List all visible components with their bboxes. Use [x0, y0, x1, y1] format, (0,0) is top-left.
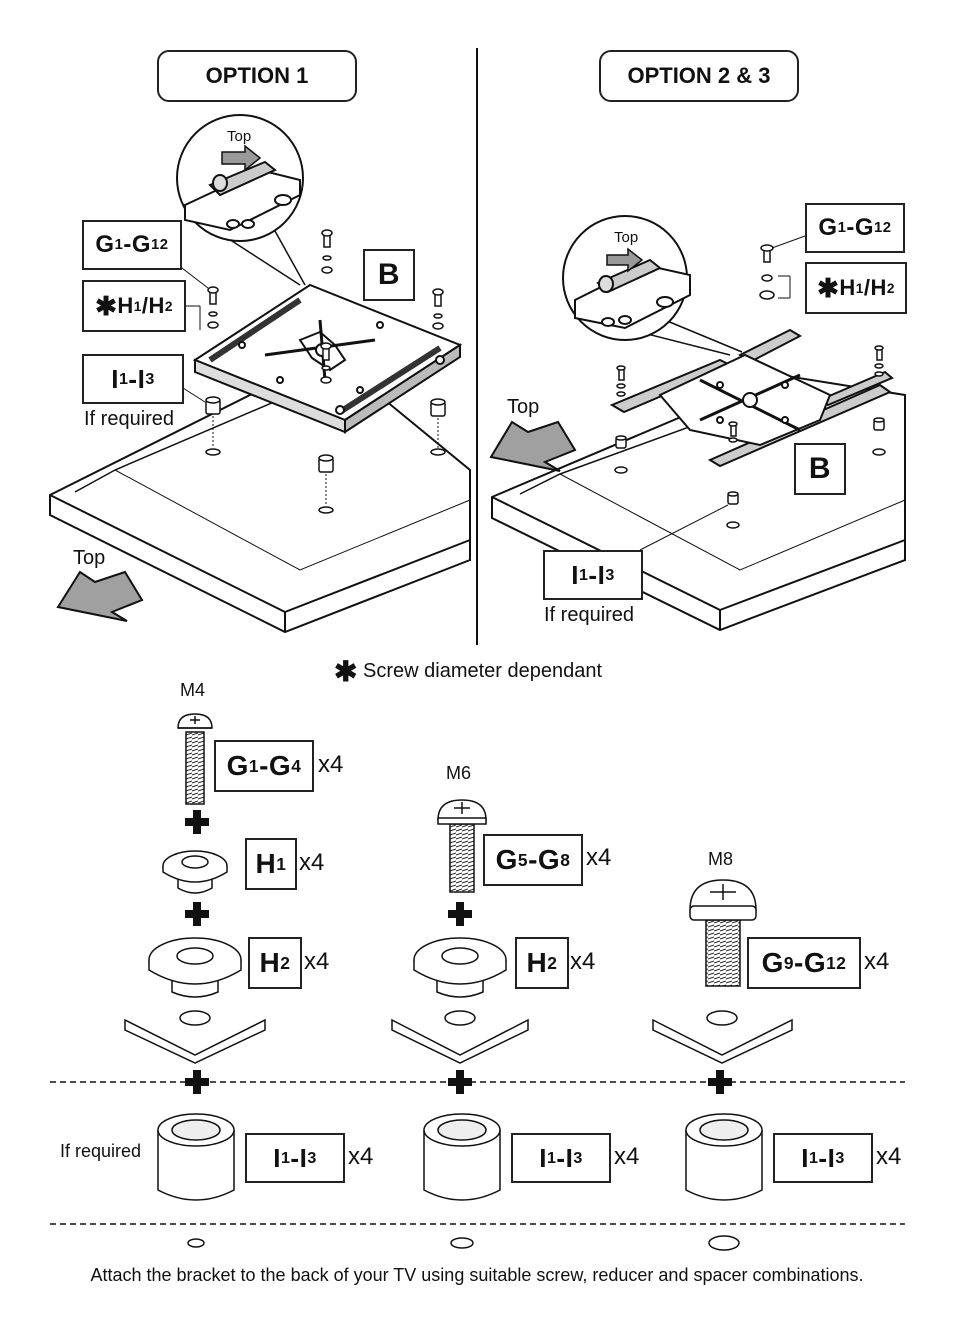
- m6-screw: [437, 799, 487, 893]
- option23-bracket: [609, 328, 894, 468]
- spacer: [157, 1113, 235, 1201]
- tv-hole: [187, 1235, 740, 1251]
- option1-heading: OPTION 1: [157, 50, 357, 102]
- h1-reducer: [162, 850, 228, 894]
- option1-guide-lines: [212, 416, 439, 506]
- h2-reducer: [148, 937, 242, 998]
- footer-instruction: Attach the bracket to the back of your T…: [90, 1265, 864, 1285]
- qty-i1-i3-col1: x4: [348, 1143, 374, 1170]
- option1-top-label: Top: [73, 547, 106, 569]
- option23-top-arrow: [489, 420, 577, 472]
- qty-i1-i3-col3: x4: [876, 1143, 902, 1170]
- tv-surface-plate: [124, 1010, 266, 1064]
- spacer: [423, 1113, 501, 1201]
- option1-top-arrow: [56, 570, 144, 622]
- tv-surface-plate: [391, 1010, 529, 1064]
- option23-detail-inset: [562, 215, 743, 356]
- option1-inset-top-label: Top: [227, 128, 252, 145]
- qty-g9-g12: x4: [864, 948, 890, 975]
- if-required-left: If required: [60, 1141, 142, 1161]
- qty-h2-col1: x4: [304, 948, 330, 975]
- size-m4: M4: [180, 680, 206, 700]
- screw-diameter-note: ✱ Screw diameter dependant: [334, 656, 603, 687]
- option23-top-label: Top: [507, 396, 540, 418]
- option1-leaders: [177, 264, 209, 403]
- size-m8: M8: [708, 849, 734, 869]
- m4-screw: [177, 713, 213, 805]
- h2-reducer: [413, 937, 507, 998]
- qty-i1-i3-col2: x4: [614, 1143, 640, 1170]
- option23-inset-top-label: Top: [614, 229, 639, 246]
- option1-bracket-label: B: [363, 249, 415, 301]
- qty-g5-g8: x4: [586, 844, 612, 871]
- option23-leaders: [639, 235, 806, 551]
- asterisk-icon: ✱: [334, 656, 358, 687]
- option1-if-required: If required: [84, 408, 175, 430]
- spacer: [685, 1113, 763, 1201]
- qty-h1: x4: [299, 849, 325, 876]
- tv-surface-plate: [652, 1010, 793, 1064]
- m8-screw: [689, 879, 757, 987]
- option23-heading: OPTION 2 & 3: [599, 50, 799, 102]
- option23-bracket-label: B: [794, 443, 846, 495]
- qty-g1-g4: x4: [318, 751, 344, 778]
- option23-screws: [614, 244, 886, 529]
- option1-detail-inset: [176, 114, 306, 286]
- size-m6: M6: [446, 763, 472, 783]
- option1-screws: [205, 229, 446, 514]
- option23-if-required: If required: [544, 604, 635, 626]
- qty-h2-col2: x4: [570, 948, 596, 975]
